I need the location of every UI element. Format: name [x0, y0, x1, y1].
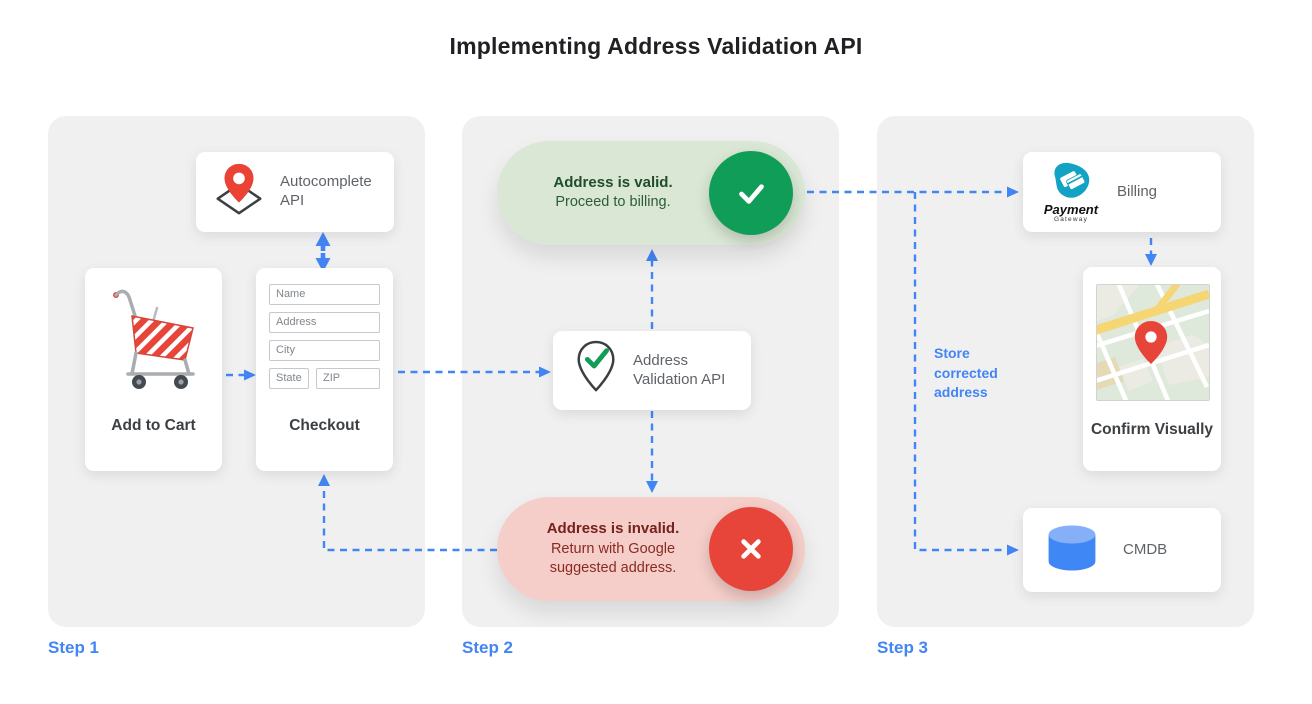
cmdb-card: CMDB: [1023, 508, 1221, 592]
cmdb-label: CMDB: [1123, 540, 1168, 558]
address-valid-title: Address is valid.: [553, 174, 673, 192]
address-valid-subtitle: Proceed to billing.: [555, 194, 671, 211]
payment-gateway-logo: Payment Gateway: [1039, 160, 1103, 224]
step1-label: Step 1: [48, 638, 100, 657]
checkout-field-zip: ZIP: [316, 368, 380, 389]
autocomplete-api-label: Autocomplete API: [280, 173, 372, 209]
database-cylinder-icon: [1043, 521, 1101, 580]
confirm-visually-label: Confirm Visually: [1090, 420, 1214, 438]
checkout-field-city: City: [269, 340, 380, 361]
map-pin-check-icon: [571, 339, 621, 402]
page-title: Implementing Address Validation API: [449, 33, 863, 59]
add-to-cart-label: Add to Cart: [111, 417, 196, 434]
billing-label: Billing: [1117, 182, 1158, 200]
address-invalid-text: Address is invalid. Return with Google s…: [523, 497, 703, 601]
map-pin-on-diamond-icon: [210, 161, 268, 224]
confirm-visually-card: Confirm Visually: [1083, 267, 1221, 471]
address-invalid-title: Address is invalid.: [546, 520, 680, 538]
checkout-card: Name Address City State ZIP Checkout: [256, 268, 393, 471]
checkout-label: Checkout: [289, 417, 360, 434]
cross-icon: [709, 507, 793, 591]
autocomplete-api-card: Autocomplete API: [196, 152, 394, 232]
shopping-cart-icon: [105, 286, 201, 399]
payment-gateway-logo-subtitle: Gateway: [1053, 216, 1089, 224]
address-invalid-subtitle: Return with Google suggested address.: [549, 540, 677, 577]
store-corrected-address-note: Store corrected address: [934, 345, 998, 401]
map-thumbnail: [1096, 284, 1210, 401]
checkout-field-state: State: [269, 368, 309, 389]
checkout-form: Name Address City State ZIP: [269, 284, 380, 396]
address-invalid-pill: Address is invalid. Return with Google s…: [497, 497, 805, 601]
checkout-field-name: Name: [269, 284, 380, 305]
step2-label: Step 2: [462, 638, 514, 657]
billing-card: Payment Gateway Billing: [1023, 152, 1221, 232]
checkout-field-address: Address: [269, 312, 380, 333]
address-valid-pill: Address is valid. Proceed to billing.: [497, 141, 805, 245]
check-icon: [709, 151, 793, 235]
payment-gateway-logo-title: Payment: [1043, 202, 1099, 218]
address-validation-api-card: Address Validation API: [553, 331, 751, 410]
address-validation-api-label: Address Validation API: [633, 351, 726, 388]
address-valid-text: Address is valid. Proceed to billing.: [523, 141, 703, 245]
step3-label: Step 3: [877, 638, 929, 657]
add-to-cart-card: Add to Cart: [85, 268, 222, 471]
